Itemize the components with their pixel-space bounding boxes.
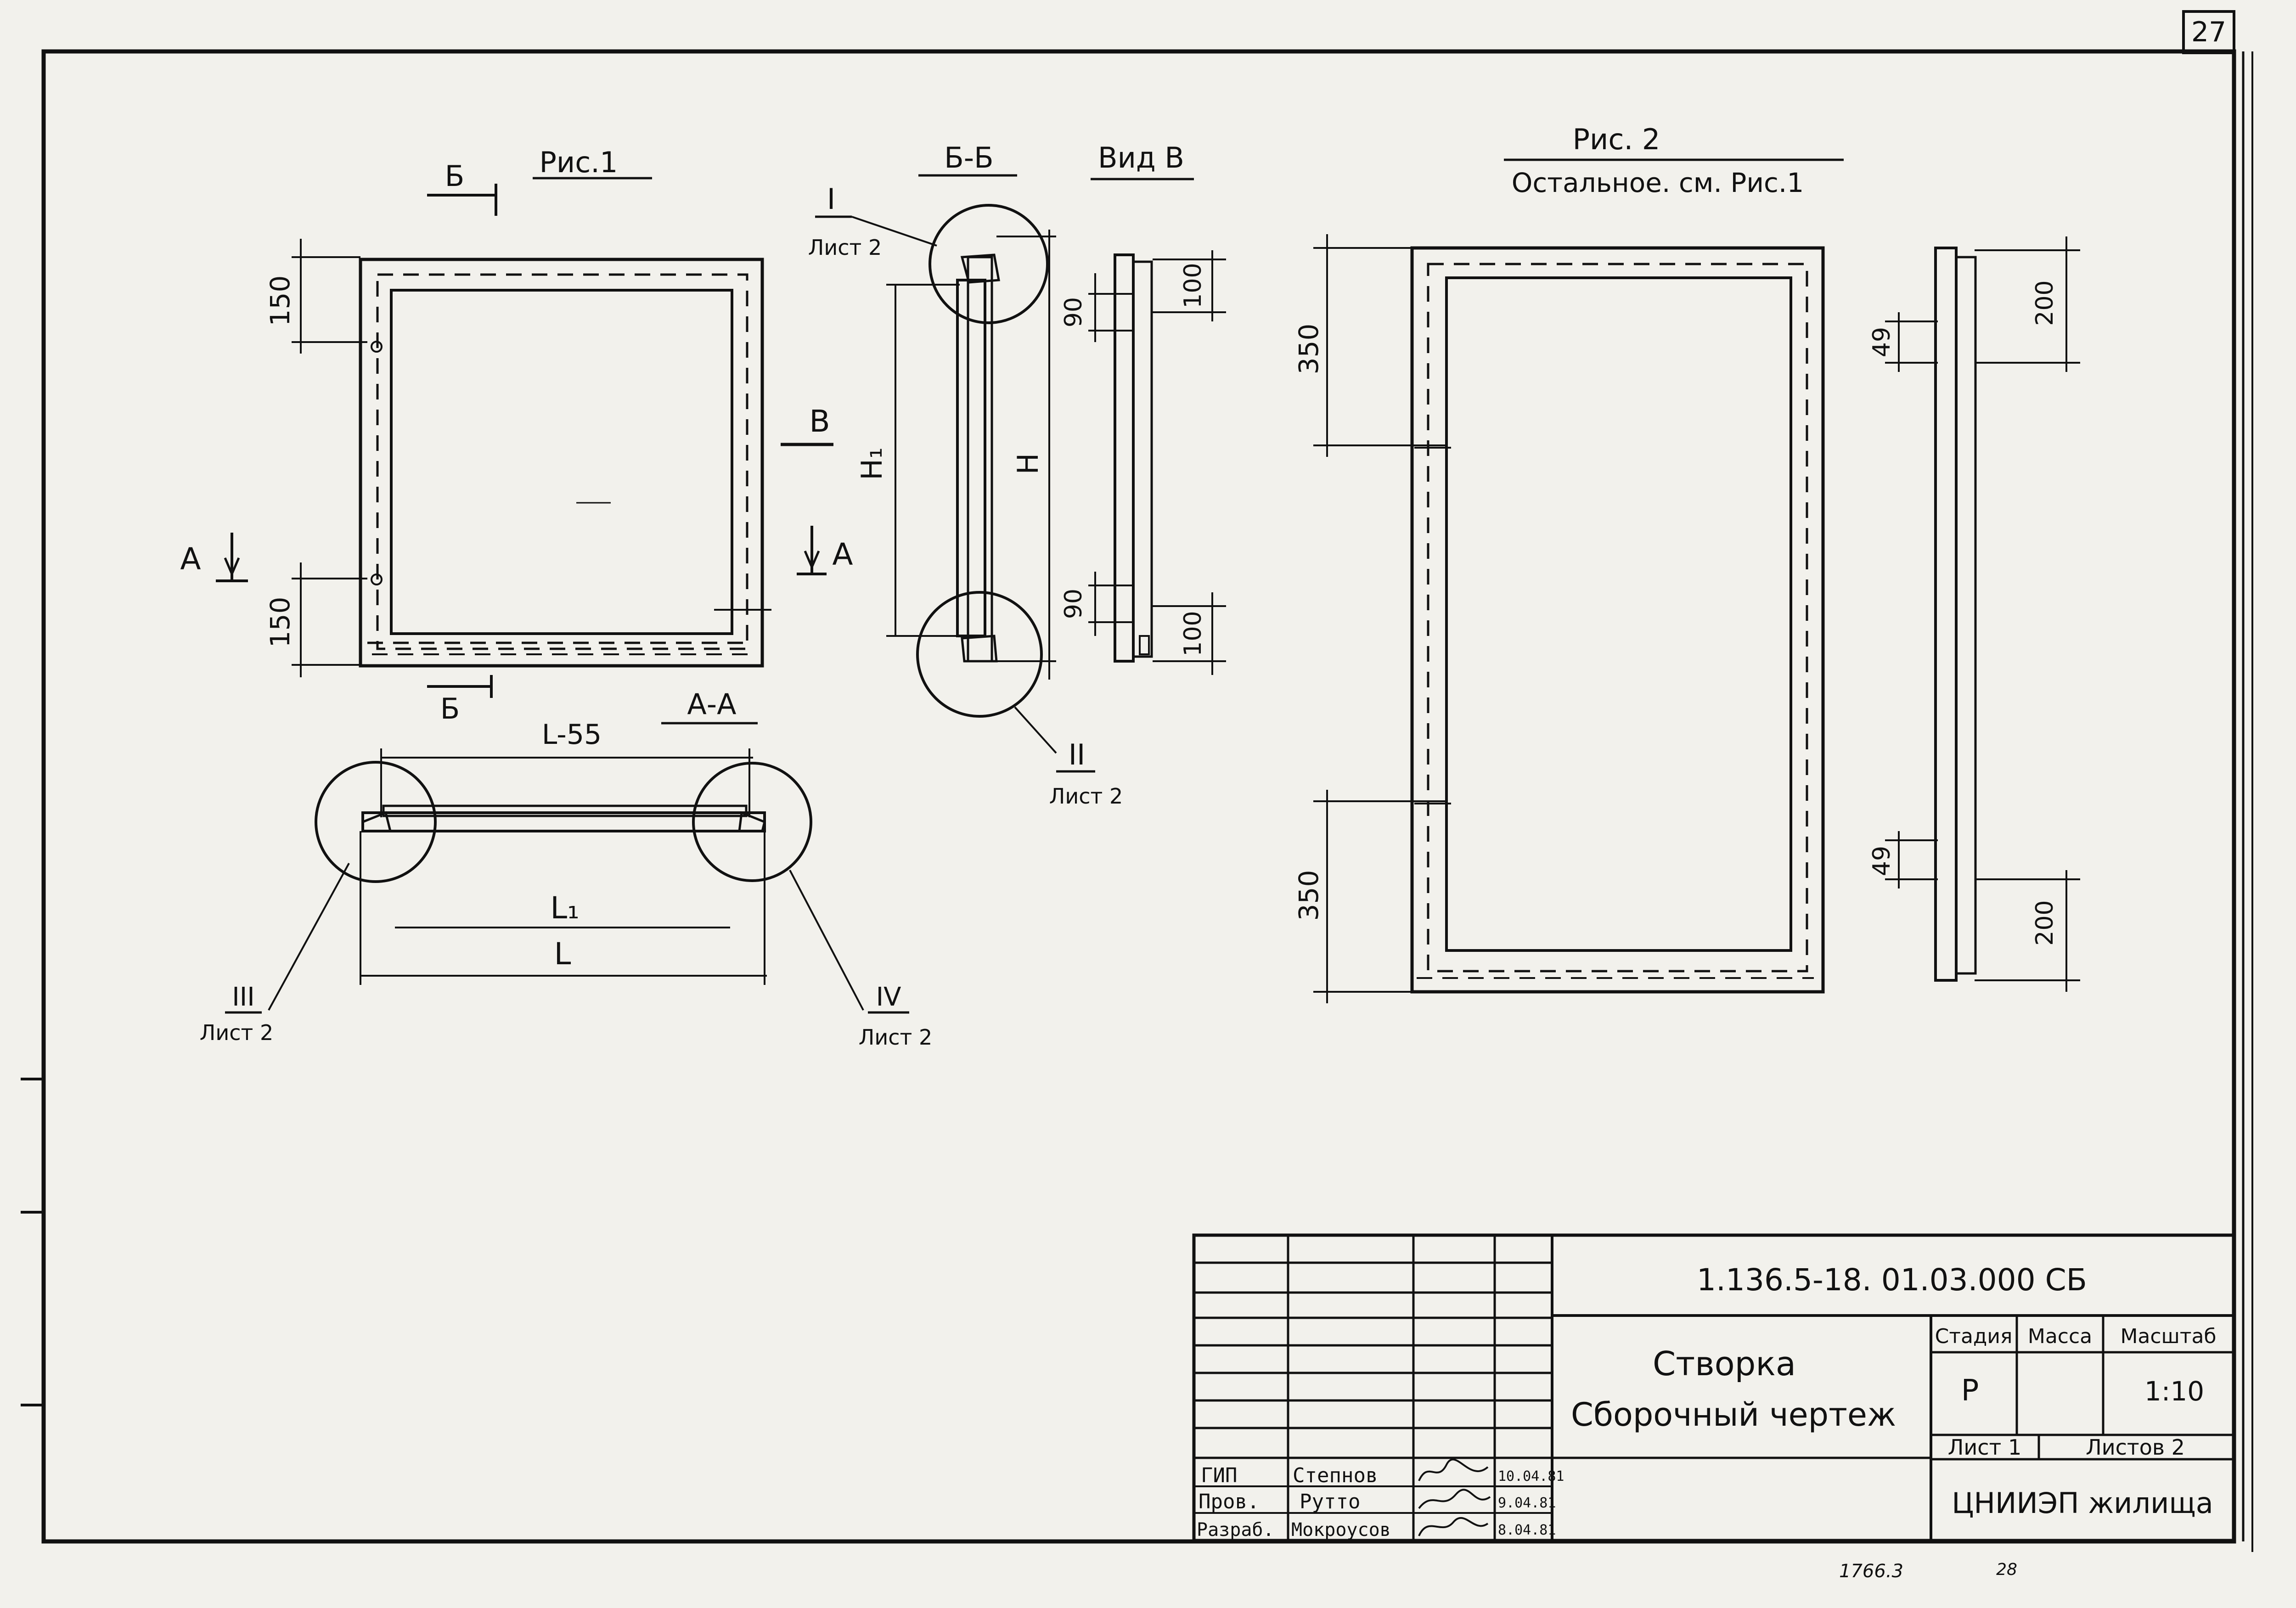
fig1-dim-150-bottom: 150 xyxy=(264,597,296,648)
fig2-dim-350-bottom: 350 xyxy=(1293,870,1324,921)
signature-1 xyxy=(1418,1458,1489,1481)
fig2-dim-200-top: 200 xyxy=(2031,280,2059,326)
stage-header: Стадия xyxy=(1935,1325,2013,1348)
sheet-number: 27 xyxy=(2191,16,2226,48)
section-bb: Б-Б I Лист 2 II Лист 2 H₁ H xyxy=(808,141,1123,809)
fig2-subtitle: Остальное. см. Рис.1 xyxy=(1512,167,1804,198)
drawing-name-line2: Сборочный чертеж xyxy=(1571,1396,1896,1434)
fig2-elevation: Рис. 2 Остальное. см. Рис.1 350 350 49 2… xyxy=(1293,123,2080,1003)
doc-code: 1.136.5-18. 01.03.000 СБ xyxy=(1697,1262,2087,1298)
sig-date-2: 9.04.81 xyxy=(1498,1495,1556,1511)
fig1-dim-150-top: 150 xyxy=(264,275,296,326)
view-b-dim-100-top: 100 xyxy=(1179,263,1207,308)
fig2-dim-49-top: 49 xyxy=(1868,327,1896,357)
callout-1-sheet: Лист 2 xyxy=(808,235,882,260)
sheet-border: 27 xyxy=(21,10,2253,1552)
fig1-elevation: Рис.1 Б Б А А В 150 xyxy=(180,146,853,725)
view-v-label: В xyxy=(809,404,830,439)
dim-l-55: L-55 xyxy=(542,719,602,751)
stage-value: Р xyxy=(1961,1374,1979,1408)
footer-note-2: 28 xyxy=(1996,1560,2017,1579)
drawing-name-line1: Створка xyxy=(1653,1344,1796,1383)
mass-header: Масса xyxy=(2028,1325,2092,1348)
dim-h1: H₁ xyxy=(855,447,889,480)
fig2-dim-200-bottom: 200 xyxy=(2031,900,2059,945)
section-b-label-bottom: Б xyxy=(440,692,460,725)
organization: ЦНИИЭП жилища xyxy=(1952,1486,2213,1520)
section-b-label-top: Б xyxy=(445,159,465,193)
view-b-dim-100-bottom: 100 xyxy=(1179,611,1207,656)
callout-1-label: I xyxy=(827,182,835,216)
signature-3 xyxy=(1418,1517,1489,1536)
sig-date-3: 8.04.81 xyxy=(1498,1522,1556,1538)
callout-3-sheet: Лист 2 xyxy=(200,1020,273,1045)
dim-l1: L₁ xyxy=(550,890,579,926)
sig-role-3: Разраб. xyxy=(1197,1519,1274,1541)
dim-h: H xyxy=(1011,453,1045,475)
section-bb-title: Б-Б xyxy=(944,141,993,174)
view-b-dim-90-bottom: 90 xyxy=(1060,589,1087,619)
fig2-dim-350-top: 350 xyxy=(1293,324,1324,375)
section-aa-title: А-А xyxy=(687,687,736,721)
callout-2-sheet: Лист 2 xyxy=(1049,784,1123,809)
section-a-label-left: А xyxy=(180,541,201,577)
view-b-title: Вид В xyxy=(1098,141,1184,174)
footer-note: 1766.3 xyxy=(1839,1561,1903,1582)
fig2-dim-49-bottom: 49 xyxy=(1868,846,1896,876)
callout-4-sheet: Лист 2 xyxy=(859,1025,932,1050)
fig2-title: Рис. 2 xyxy=(1573,123,1660,156)
section-aa: А-А L-55 L₁ L III Лист 2 IV Лист 2 xyxy=(200,687,932,1050)
fig1-title: Рис.1 xyxy=(540,146,618,179)
scale-header: Масштаб xyxy=(2120,1325,2216,1348)
sig-date-1: 10.04.81 xyxy=(1498,1468,1564,1484)
callout-3-label: III xyxy=(232,982,255,1012)
sig-name-1: Степнов xyxy=(1293,1464,1378,1487)
sig-name-3: Мокроусов xyxy=(1291,1519,1391,1541)
sig-role-2: Пров. xyxy=(1199,1490,1259,1513)
signature-2 xyxy=(1418,1489,1491,1509)
callout-4-label: IV xyxy=(876,982,901,1012)
sig-role-1: ГИП xyxy=(1201,1464,1237,1487)
dim-l: L xyxy=(554,936,571,972)
sheets-label: Листов 2 xyxy=(2086,1435,2185,1460)
title-block: 1.136.5-18. 01.03.000 СБ Створка Сборочн… xyxy=(1192,1233,2236,1542)
sig-name-2: Рутто xyxy=(1300,1490,1360,1513)
callout-2-label: II xyxy=(1069,738,1086,771)
scale-value: 1:10 xyxy=(2144,1376,2204,1407)
section-a-label-right: А xyxy=(832,537,853,572)
view-b: Вид В 90 100 90 100 xyxy=(1060,141,1226,675)
sheet-label: Лист 1 xyxy=(1948,1435,2021,1460)
view-b-dim-90-top: 90 xyxy=(1060,297,1087,327)
